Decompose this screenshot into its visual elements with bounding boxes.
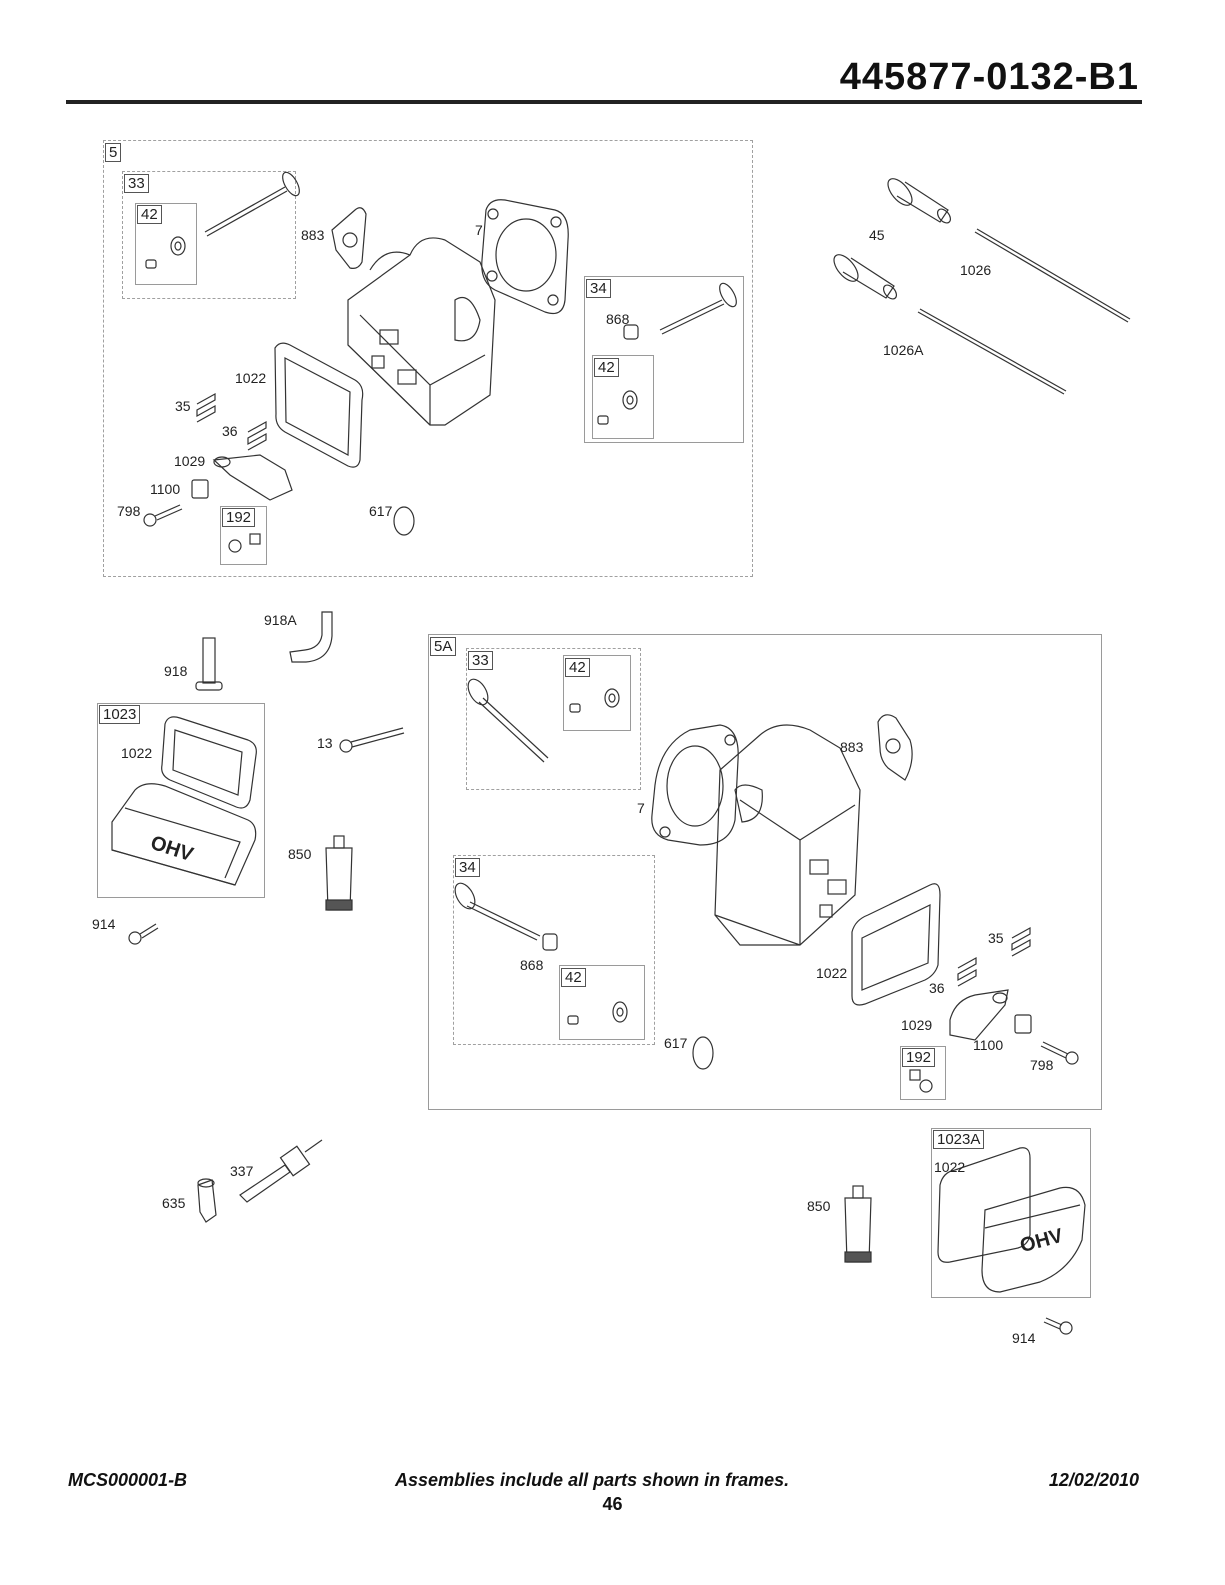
head-gasket-icon — [482, 200, 568, 314]
exhaust-gasket-icon — [332, 208, 366, 269]
pivot-icon — [1015, 1015, 1031, 1033]
part-label-1026: 1026 — [960, 262, 991, 278]
cylinder-head-icon — [348, 238, 495, 425]
valve-seal-icon — [171, 237, 185, 255]
valve-seal-icon — [613, 1002, 627, 1022]
part-label-635: 635 — [162, 1195, 185, 1211]
valve-guide-icon — [543, 934, 557, 950]
screw-icon — [129, 924, 158, 944]
o-ring-icon — [693, 1037, 713, 1069]
push-rod-icon — [975, 229, 1130, 322]
part-label-1022: 1022 — [235, 370, 266, 386]
footer-date: 12/02/2010 — [1049, 1470, 1139, 1491]
part-label-798: 798 — [117, 503, 140, 519]
part-label-918a: 918A — [264, 612, 297, 628]
nut-icon — [910, 1070, 932, 1092]
part-label-883: 883 — [301, 227, 324, 243]
part-label-1100: 1100 — [150, 481, 180, 497]
exhaust-gasket-icon — [878, 715, 912, 780]
page-number: 46 — [0, 1494, 1225, 1515]
exhaust-valve-icon — [660, 281, 740, 334]
sealant-tube-icon — [326, 836, 352, 910]
screw-icon — [1044, 1318, 1072, 1334]
valve-spring-icon — [1012, 928, 1030, 956]
pivot-icon — [192, 480, 208, 498]
rocker-arm-icon — [950, 990, 1008, 1040]
part-label-918: 918 — [164, 663, 187, 679]
footer-note: Assemblies include all parts shown in fr… — [395, 1470, 789, 1491]
valve-keeper-icon — [570, 704, 580, 712]
part-label-883: 883 — [840, 739, 863, 755]
part-label-36: 36 — [222, 423, 238, 439]
part-label-914: 914 — [92, 916, 115, 932]
footer-code: MCS000001-B — [68, 1470, 187, 1491]
rocker-cover-icon — [112, 784, 256, 885]
part-label-1022: 1022 — [121, 745, 152, 761]
head-gasket-icon — [652, 725, 738, 845]
push-rod-icon — [918, 309, 1066, 394]
cylinder-head-icon — [715, 725, 860, 945]
valve-icon — [464, 676, 548, 762]
sealant-tube-icon — [845, 1186, 871, 1262]
valve-spring-icon — [197, 394, 215, 422]
part-label-1022: 1022 — [934, 1159, 965, 1175]
valve-seal-icon — [623, 391, 637, 409]
rocker-arm-icon — [214, 455, 292, 500]
o-ring-icon — [394, 507, 414, 535]
exhaust-valve-icon — [451, 880, 540, 940]
part-label-850: 850 — [807, 1198, 830, 1214]
part-label-868: 868 — [520, 957, 543, 973]
part-label-1026a: 1026A — [883, 342, 923, 358]
part-label-45: 45 — [869, 227, 885, 243]
part-label-1029: 1029 — [901, 1017, 932, 1033]
part-label-914: 914 — [1012, 1330, 1035, 1346]
breather-icon — [196, 638, 222, 690]
part-label-337: 337 — [230, 1163, 253, 1179]
valve-keeper-icon — [568, 1016, 578, 1024]
part-label-13: 13 — [317, 735, 333, 751]
tappet-icon — [830, 251, 899, 302]
screw-icon — [340, 728, 404, 752]
valve-icon — [205, 170, 303, 236]
part-label-868: 868 — [606, 311, 629, 327]
valve-keeper-icon — [146, 260, 156, 268]
part-label-35: 35 — [175, 398, 191, 414]
part-label-617: 617 — [664, 1035, 687, 1051]
valve-guide-icon — [624, 325, 638, 339]
part-label-850: 850 — [288, 846, 311, 862]
part-label-798: 798 — [1030, 1057, 1053, 1073]
spark-plug-boot-icon — [198, 1179, 216, 1222]
part-label-7: 7 — [637, 800, 645, 816]
rocker-cover-gasket-icon — [852, 884, 940, 1005]
valve-spring-icon — [248, 422, 266, 450]
rocker-cover-gasket-icon — [162, 717, 257, 808]
part-label-36: 36 — [929, 980, 945, 996]
rocker-cover-gasket-icon — [275, 343, 363, 467]
tappet-icon — [884, 175, 953, 226]
valve-keeper-icon — [598, 416, 608, 424]
nut-icon — [229, 534, 260, 552]
part-label-7: 7 — [475, 222, 483, 238]
part-label-1029: 1029 — [174, 453, 205, 469]
part-label-617: 617 — [369, 503, 392, 519]
valve-seal-icon — [605, 689, 619, 707]
part-label-35: 35 — [988, 930, 1004, 946]
part-label-1022: 1022 — [816, 965, 847, 981]
part-label-1100: 1100 — [973, 1037, 1003, 1053]
bolt-icon — [144, 505, 182, 526]
valve-spring-icon — [958, 958, 976, 986]
